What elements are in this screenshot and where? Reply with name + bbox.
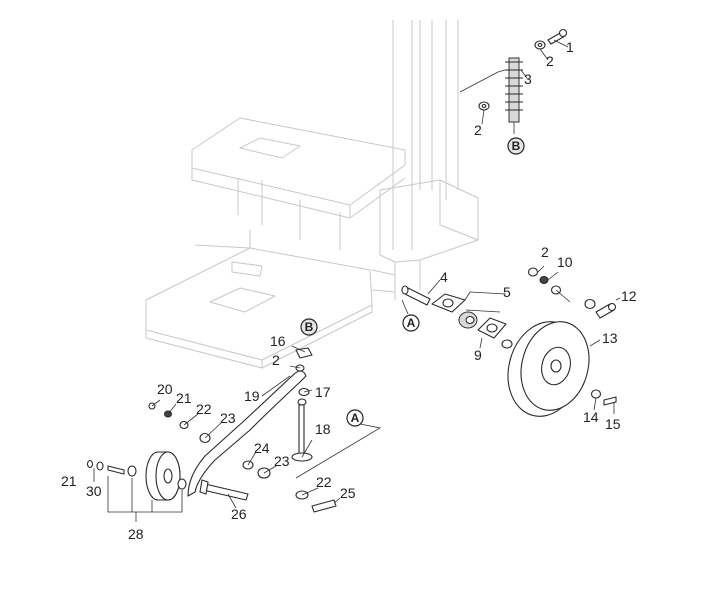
svg-text:B: B bbox=[512, 139, 521, 153]
spring-washer-stack bbox=[505, 57, 523, 123]
badge-a-lower: A bbox=[346, 409, 364, 427]
callout-2: 2 bbox=[474, 122, 482, 138]
callout-16: 16 bbox=[270, 333, 286, 349]
svg-text:A: A bbox=[351, 411, 360, 425]
callout-21: 21 bbox=[61, 473, 77, 489]
callout-23: 23 bbox=[220, 410, 236, 426]
callout-23: 23 bbox=[274, 453, 290, 469]
callout-18: 18 bbox=[315, 421, 331, 437]
callout-9: 9 bbox=[474, 347, 482, 363]
callout-20: 20 bbox=[157, 381, 173, 397]
callout-26: 26 bbox=[231, 506, 247, 522]
wheel-13 bbox=[507, 321, 590, 417]
callout-14: 14 bbox=[583, 409, 599, 425]
svg-text:B: B bbox=[305, 320, 314, 334]
callout-22: 22 bbox=[316, 474, 332, 490]
machine-frame-outline bbox=[145, 20, 479, 369]
badge-b-mid: B bbox=[300, 318, 318, 336]
callout-1: 1 bbox=[566, 39, 574, 55]
callout-17: 17 bbox=[315, 384, 331, 400]
callout-15: 15 bbox=[605, 416, 621, 432]
callout-13: 13 bbox=[602, 330, 618, 346]
top-hardware-stack bbox=[459, 28, 569, 134]
callout-12: 12 bbox=[621, 288, 637, 304]
callout-2: 2 bbox=[546, 53, 554, 69]
callout-24: 24 bbox=[254, 440, 270, 456]
callout-19: 19 bbox=[244, 388, 260, 404]
callout-25: 25 bbox=[340, 485, 356, 501]
callout-28: 28 bbox=[128, 526, 144, 542]
svg-text:A: A bbox=[407, 316, 416, 330]
callout-5: 5 bbox=[503, 284, 511, 300]
caster-lever-assembly bbox=[86, 345, 382, 522]
callout-22: 22 bbox=[196, 401, 212, 417]
callout-10: 10 bbox=[557, 254, 573, 270]
callout-4: 4 bbox=[440, 269, 448, 285]
caster-wheel-28 bbox=[145, 451, 181, 501]
callout-21: 21 bbox=[176, 390, 192, 406]
badge-a-frame: A bbox=[402, 314, 420, 332]
callout-2: 2 bbox=[541, 244, 549, 260]
callout-2: 2 bbox=[272, 352, 280, 368]
callout-3: 3 bbox=[524, 71, 532, 87]
callout-labels: 1 2 3 2 4 5 2 10 12 13 9 14 15 16 2 17 1… bbox=[61, 39, 637, 542]
right-wheel-assembly bbox=[401, 265, 621, 417]
badge-b-top: B bbox=[507, 137, 525, 155]
callout-30: 30 bbox=[86, 483, 102, 499]
